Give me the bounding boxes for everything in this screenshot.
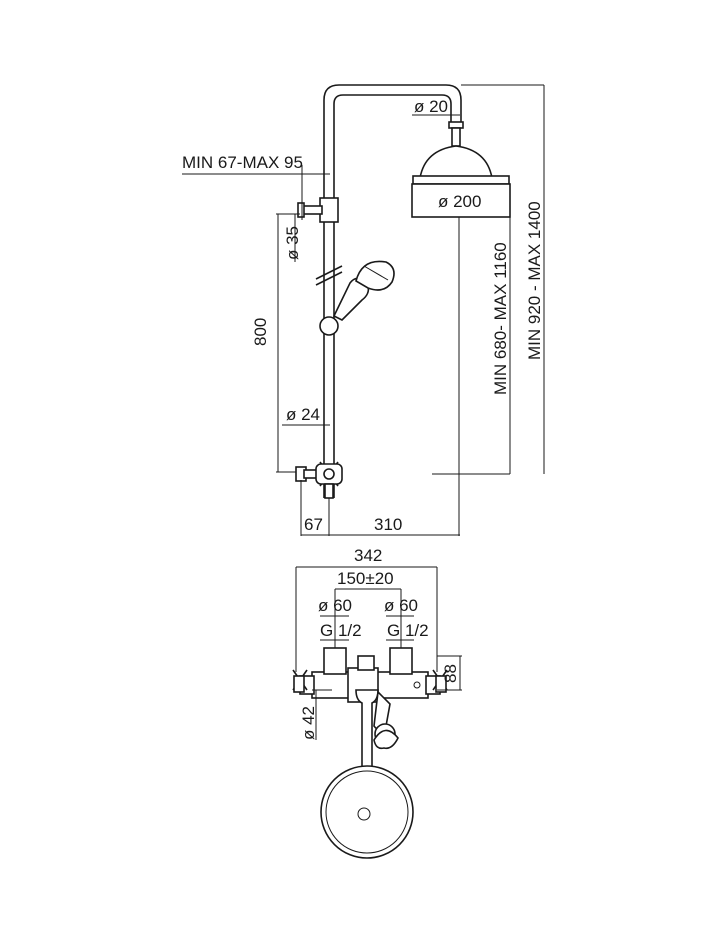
dim-centers: 150±20 bbox=[337, 569, 394, 588]
dim-height-range-2: MIN 920 - MAX 1400 bbox=[525, 201, 544, 360]
dim-width-342: 342 bbox=[354, 546, 382, 565]
dim-depth-88: 88 bbox=[441, 664, 460, 683]
dim-thread-left: G 1/2 bbox=[320, 621, 362, 640]
hand-shower bbox=[319, 260, 395, 336]
side-view: ø 20 MIN 67-MAX 95 ø 200 ø 35 800 ø 24 6… bbox=[182, 84, 545, 536]
dim-reach-310: 310 bbox=[374, 515, 402, 534]
dim-flange-right: ø 60 bbox=[384, 596, 418, 615]
top-view: 342 150±20 ø 60 ø 60 G 1/2 G 1/2 88 ø 42 bbox=[292, 546, 462, 859]
dim-bracket-range: MIN 67-MAX 95 bbox=[182, 153, 303, 172]
riser-pipe bbox=[323, 84, 462, 498]
riser-pipe-inner bbox=[333, 94, 452, 498]
dim-bar-diameter: ø 35 bbox=[283, 226, 302, 260]
shower-head bbox=[411, 121, 511, 218]
dim-head-diameter: ø 200 bbox=[438, 192, 481, 211]
mixer-cross-handle bbox=[295, 461, 343, 499]
hand-shower-top bbox=[373, 690, 399, 750]
dim-offset-67: 67 bbox=[304, 515, 323, 534]
upper-wall-bracket bbox=[297, 197, 339, 223]
dim-handle-diameter: ø 42 bbox=[299, 706, 318, 740]
dim-thread-right: G 1/2 bbox=[387, 621, 429, 640]
shower-head-top bbox=[320, 765, 414, 859]
dim-height-800: 800 bbox=[251, 318, 270, 346]
dim-column-diameter: ø 24 bbox=[286, 405, 320, 424]
dim-height-range-1: MIN 680- MAX 1160 bbox=[491, 242, 510, 395]
dim-flange-left: ø 60 bbox=[318, 596, 352, 615]
dim-pipe-diameter: ø 20 bbox=[414, 97, 448, 116]
right-cross-handle bbox=[425, 669, 448, 695]
left-cross-handle bbox=[292, 669, 315, 695]
